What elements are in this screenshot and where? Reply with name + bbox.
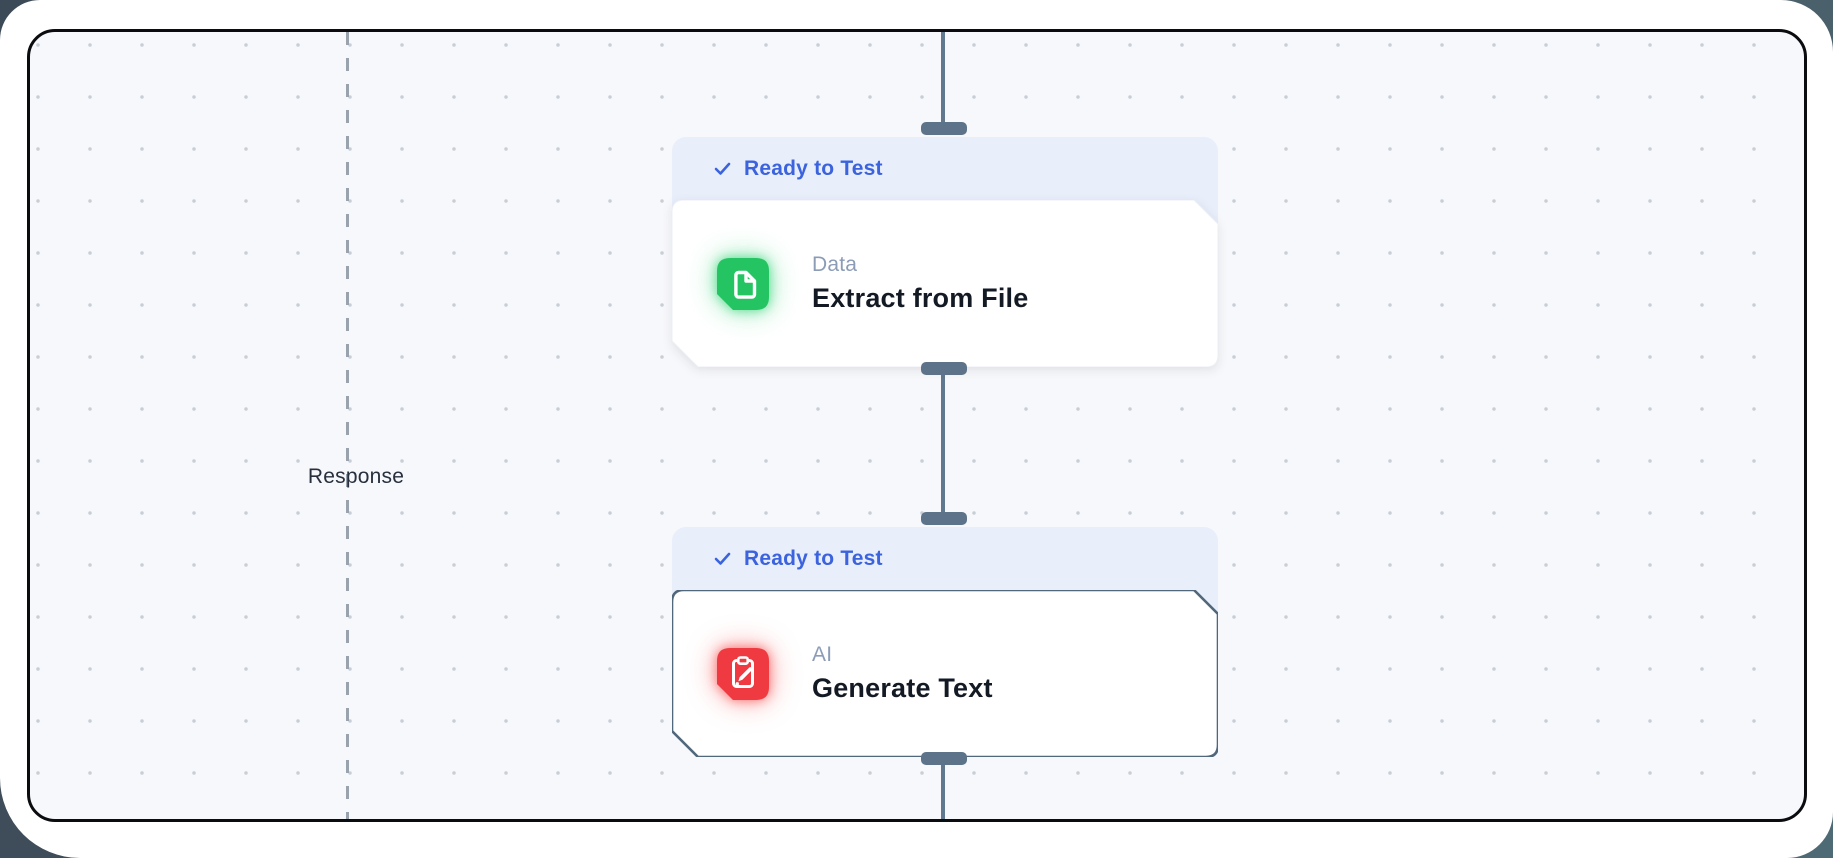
node-card[interactable]: Data Extract from File: [672, 200, 1218, 367]
node-card-shape: [672, 200, 1218, 367]
response-guide-dashed-line: [346, 32, 349, 819]
input-handle[interactable]: [921, 512, 967, 525]
connection-line-top: [941, 32, 945, 127]
node-extract-from-file[interactable]: Ready to Test Data Extract from File: [672, 122, 1218, 377]
node-title: Generate Text: [812, 673, 993, 703]
connection-line-middle: [941, 372, 945, 518]
output-handle[interactable]: [921, 362, 967, 375]
clipboard-pen-icon: [717, 647, 769, 700]
file-icon: [717, 257, 769, 310]
response-label: Response: [307, 465, 405, 488]
connection-line-bottom: [941, 758, 945, 819]
status-badge-label: Ready to Test: [744, 546, 883, 570]
check-icon: [714, 162, 731, 175]
node-generate-text[interactable]: Ready to Test AI Generate Text: [672, 512, 1218, 767]
node-category: AI: [812, 643, 833, 666]
node-category: Data: [812, 253, 858, 276]
workflow-canvas[interactable]: Response Ready to Test Data: [27, 29, 1807, 822]
node-title: Extract from File: [812, 283, 1029, 313]
node-card-shape: [672, 590, 1218, 757]
check-icon: [714, 552, 731, 565]
node-card-selected[interactable]: AI Generate Text: [672, 590, 1218, 757]
input-handle[interactable]: [921, 122, 967, 135]
status-badge-label: Ready to Test: [744, 156, 883, 180]
output-handle[interactable]: [921, 752, 967, 765]
